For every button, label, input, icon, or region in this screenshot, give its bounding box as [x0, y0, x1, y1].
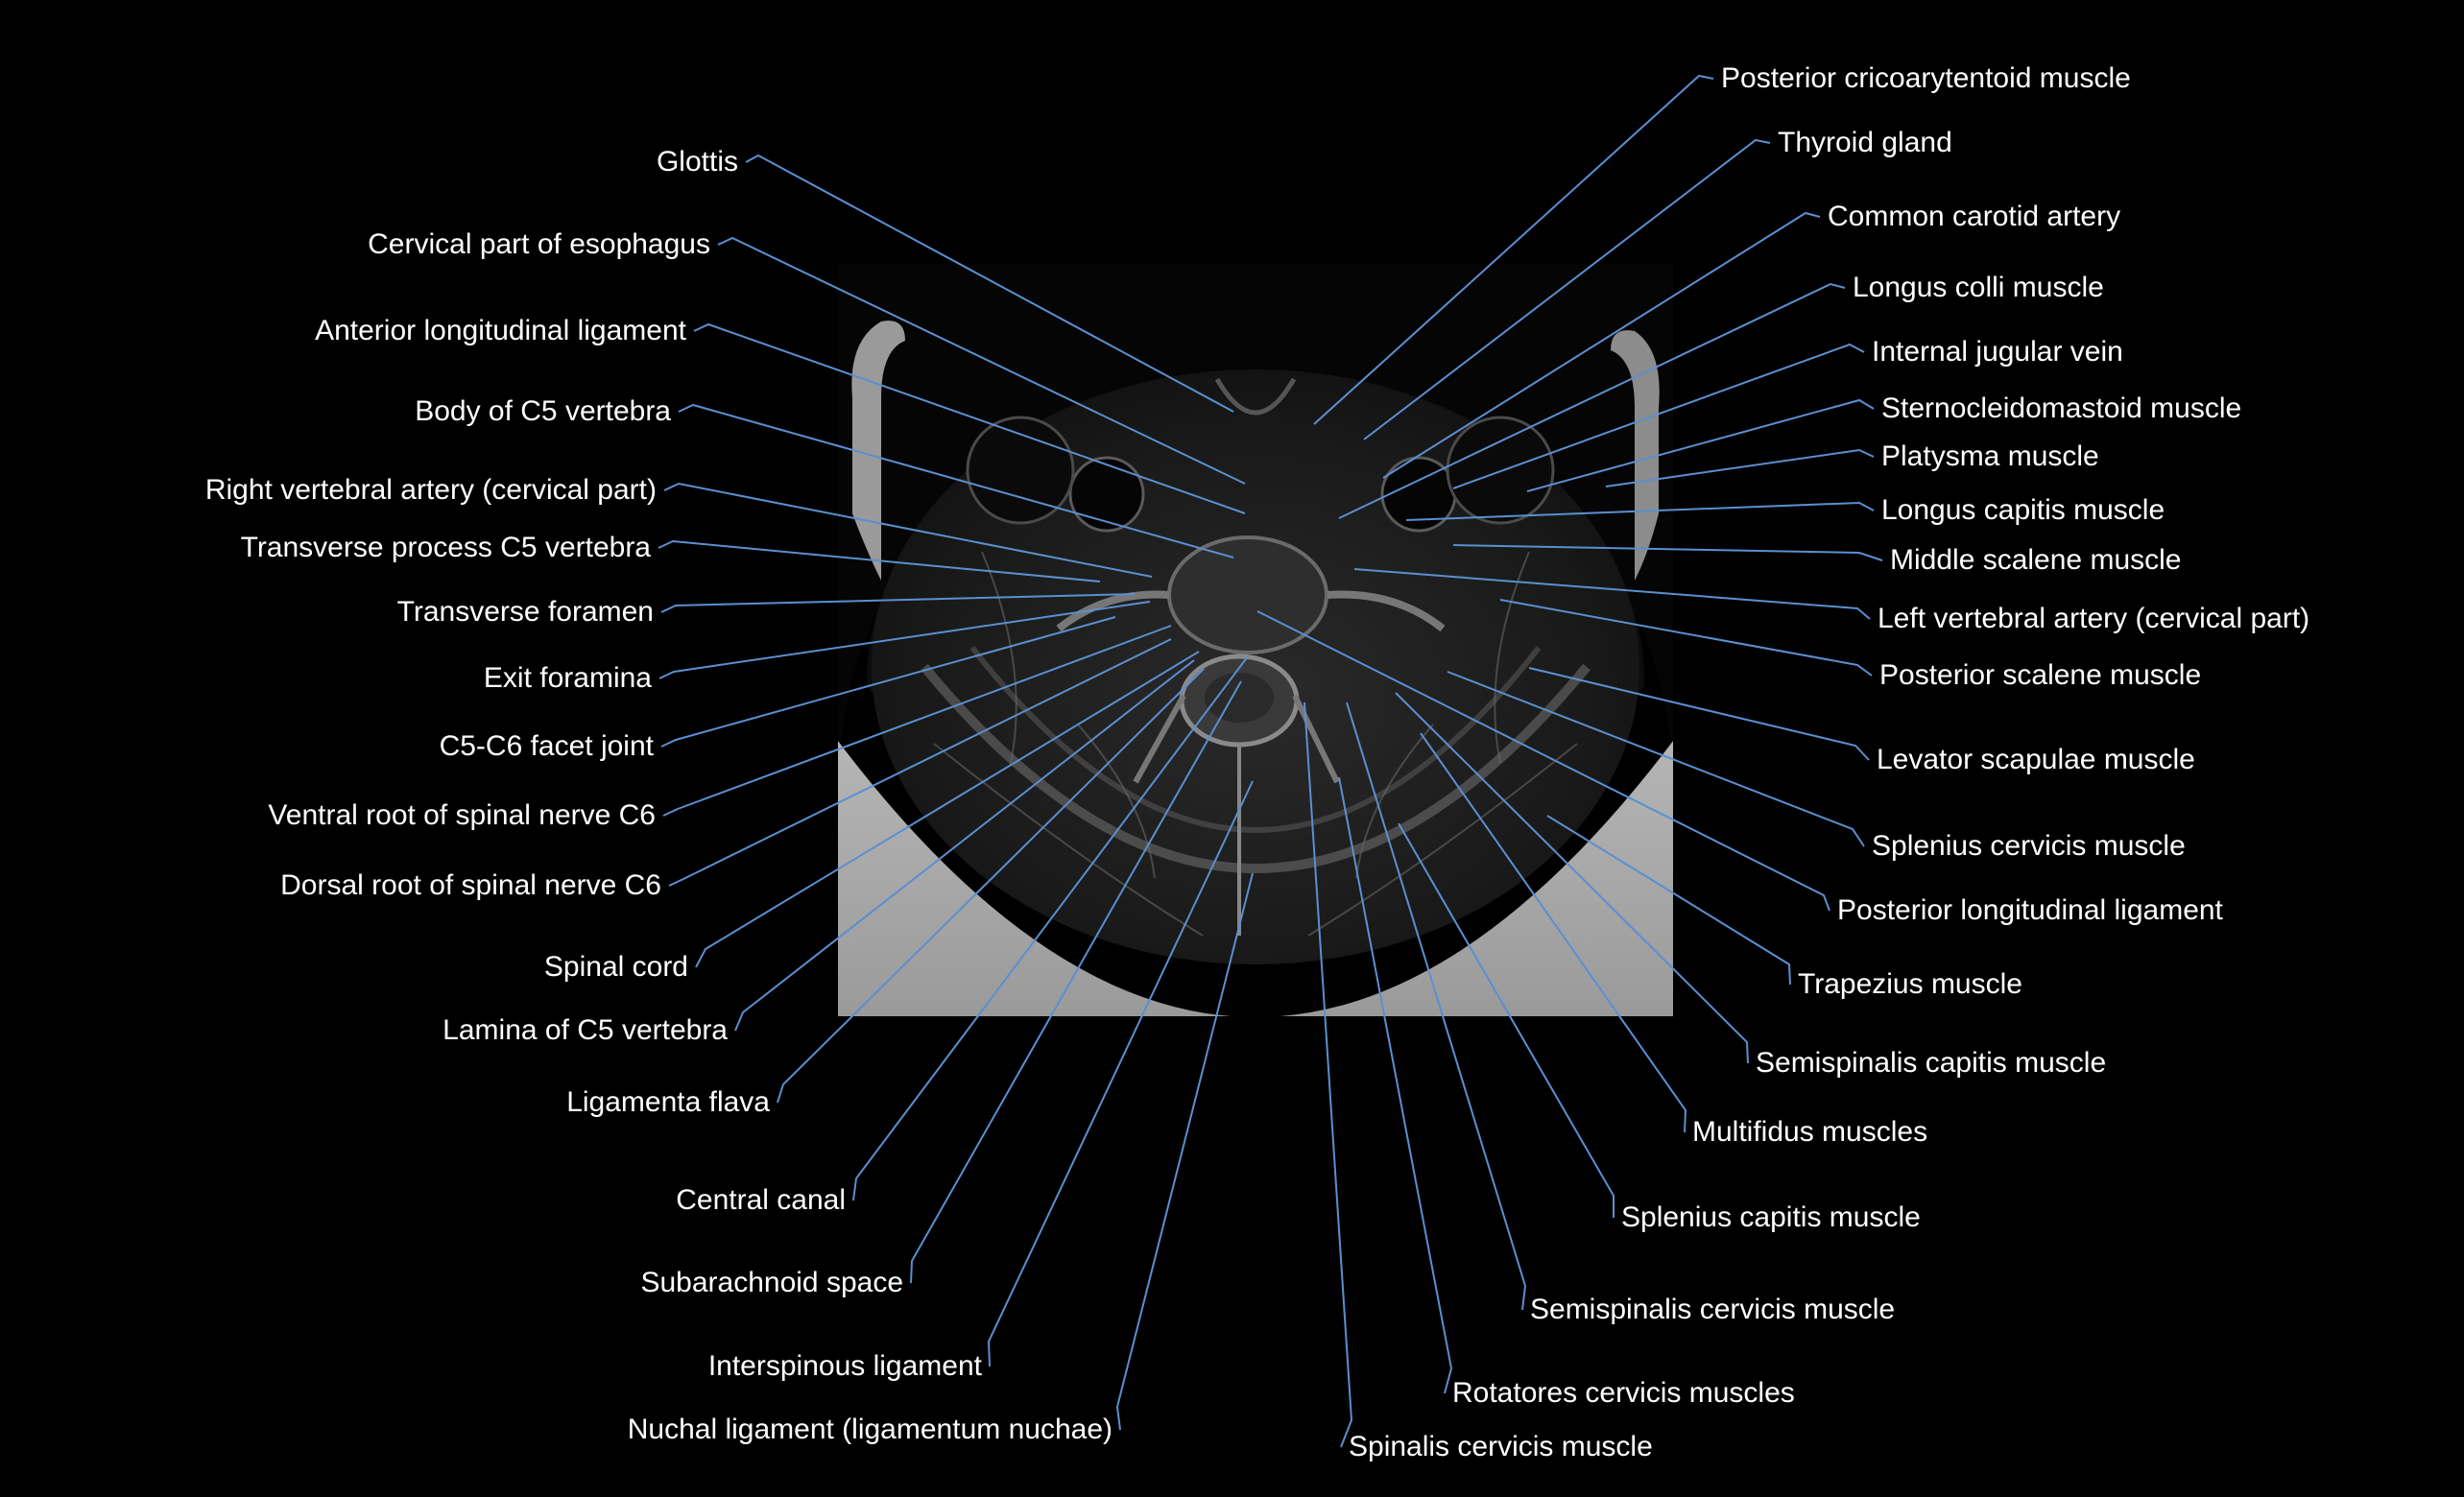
label-longus-capitis: Longus capitis muscle	[1881, 494, 2165, 526]
label-splenius-cervicis: Splenius cervicis muscle	[1872, 830, 2186, 862]
label-common-carotid-artery: Common carotid artery	[1828, 201, 2121, 232]
label-sternocleidomastoid: Sternocleidomastoid muscle	[1881, 392, 2242, 424]
label-longus-colli: Longus colli muscle	[1853, 272, 2104, 303]
label-c5-c6-facet-joint: C5-C6 facet joint	[439, 730, 654, 762]
label-interspinous-ligament: Interspinous ligament	[707, 1350, 982, 1382]
label-dorsal-root-c6: Dorsal root of spinal nerve C6	[280, 869, 661, 901]
label-rotatores-cervicis: Rotatores cervicis muscles	[1452, 1377, 1795, 1409]
axial-mri-image	[838, 264, 1673, 1016]
label-anterior-longitudinal-ligament: Anterior longitudinal ligament	[315, 315, 686, 346]
label-transverse-foramen: Transverse foramen	[396, 596, 654, 628]
label-ventral-root-c6: Ventral root of spinal nerve C6	[268, 799, 656, 831]
label-spinalis-cervicis: Spinalis cervicis muscle	[1349, 1431, 1653, 1462]
label-splenius-capitis: Splenius capitis muscle	[1621, 1201, 1921, 1233]
label-posterior-longitudinal-ligament: Posterior longitudinal ligament	[1837, 894, 2223, 926]
label-ligamenta-flava: Ligamenta flava	[566, 1086, 770, 1118]
label-central-canal: Central canal	[676, 1184, 846, 1216]
label-left-vertebral-artery: Left vertebral artery (cervical part)	[1878, 603, 2310, 634]
mri-slice-illustration	[838, 264, 1673, 1016]
label-semispinalis-cervicis: Semispinalis cervicis muscle	[1530, 1294, 1896, 1325]
label-glottis: Glottis	[656, 146, 738, 178]
label-posterior-scalene: Posterior scalene muscle	[1879, 659, 2202, 691]
label-semispinalis-capitis: Semispinalis capitis muscle	[1756, 1047, 2107, 1079]
label-spinal-cord: Spinal cord	[543, 951, 688, 983]
label-multifidus: Multifidus muscles	[1692, 1116, 1928, 1148]
label-cervical-esophagus: Cervical part of esophagus	[368, 228, 710, 260]
label-platysma: Platysma muscle	[1881, 440, 2099, 472]
label-internal-jugular-vein: Internal jugular vein	[1872, 336, 2123, 368]
label-transverse-process-c5: Transverse process C5 vertebra	[240, 532, 651, 563]
label-thyroid-gland: Thyroid gland	[1778, 127, 1952, 158]
label-right-vertebral-artery: Right vertebral artery (cervical part)	[204, 474, 657, 506]
label-levator-scapulae: Levator scapulae muscle	[1877, 744, 2195, 775]
label-middle-scalene: Middle scalene muscle	[1890, 544, 2182, 576]
label-exit-foramina: Exit foramina	[483, 662, 652, 694]
label-nuchal-ligament: Nuchal ligament (ligamentum nuchae)	[627, 1414, 1112, 1445]
label-body-c5: Body of C5 vertebra	[415, 395, 671, 427]
label-trapezius: Trapezius muscle	[1798, 968, 2022, 1000]
label-subarachnoid-space: Subarachnoid space	[640, 1267, 903, 1298]
label-posterior-cricoarytenoid: Posterior cricoarytentoid muscle	[1721, 62, 2131, 94]
label-lamina-c5: Lamina of C5 vertebra	[443, 1014, 728, 1046]
